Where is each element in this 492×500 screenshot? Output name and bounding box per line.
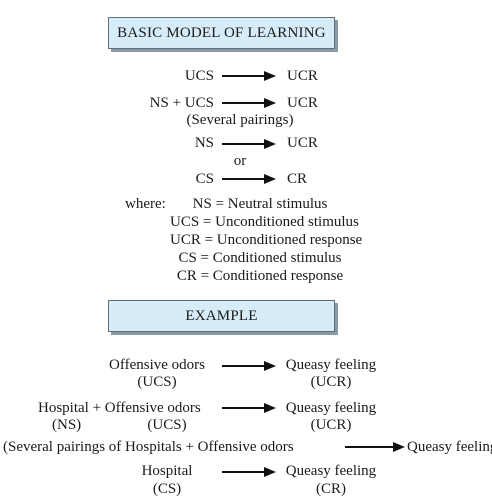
example-row-4-right: Queasy feeling xyxy=(285,463,377,479)
example-row-3-right: Queasy feeling) xyxy=(407,439,492,455)
example-row-4-left: Hospital xyxy=(141,463,193,479)
definition-item: CR = Conditioned response xyxy=(176,268,344,284)
arrow-icon xyxy=(222,361,276,371)
model-row-1-left: UCS xyxy=(184,68,214,84)
example-row-1-right: Queasy feeling xyxy=(285,357,377,373)
definition-item: CS = Conditioned stimulus xyxy=(178,250,342,266)
model-title: BASIC MODEL OF LEARNING xyxy=(117,24,326,41)
example-row-4-left-sub: (CS) xyxy=(152,481,182,497)
example-row-1-right-sub: (UCR) xyxy=(310,374,352,390)
definition-item: UCR = Unconditioned response xyxy=(170,232,363,248)
model-row-4-right: CR xyxy=(287,171,308,187)
example-row-2-right-sub: (UCR) xyxy=(310,417,352,433)
where-label: where: xyxy=(125,196,166,212)
arrow-icon xyxy=(222,174,276,184)
model-row-2-right: UCR xyxy=(287,95,318,111)
arrow-icon xyxy=(222,71,276,81)
definition-item: NS = Neutral stimulus xyxy=(192,196,328,212)
example-title-box: EXAMPLE xyxy=(108,300,335,332)
example-row-2-left: Hospital + Offensive odors xyxy=(38,400,201,416)
model-row-3-right: UCR xyxy=(287,135,318,151)
arrow-icon xyxy=(222,139,276,149)
arrow-icon xyxy=(222,403,276,413)
model-or: or xyxy=(233,153,247,169)
example-row-1-left-sub: (UCS) xyxy=(137,374,177,390)
model-row-4-left: CS xyxy=(195,171,214,187)
arrow-icon xyxy=(222,98,276,108)
arrow-icon xyxy=(222,467,276,477)
model-row-1-right: UCR xyxy=(287,68,318,84)
example-row-1-left: Offensive odors xyxy=(109,357,205,373)
model-row-2-left: NS + UCS xyxy=(149,95,214,111)
model-row-3-left: NS xyxy=(194,135,214,151)
arrow-icon xyxy=(345,442,405,452)
model-row-2-note: (Several pairings) xyxy=(186,112,294,128)
example-row-3-left: (Several pairings of Hospitals + Offensi… xyxy=(3,439,294,455)
example-row-2-right: Queasy feeling xyxy=(285,400,377,416)
example-row-2-left-sub-ns: (NS) xyxy=(52,417,82,433)
example-title: EXAMPLE xyxy=(185,307,258,324)
example-row-2-left-sub-ucs: (UCS) xyxy=(147,417,187,433)
definition-item: UCS = Unconditioned stimulus xyxy=(170,214,359,230)
example-row-4-right-sub: (CR) xyxy=(316,481,346,497)
model-title-box: BASIC MODEL OF LEARNING xyxy=(108,17,335,49)
